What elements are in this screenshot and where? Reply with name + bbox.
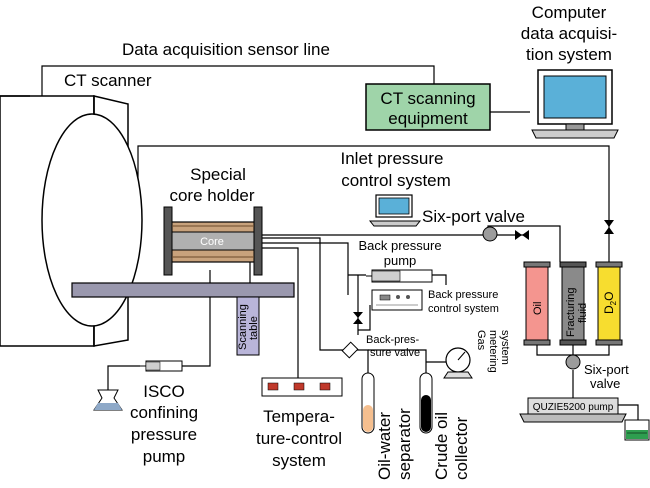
fracturing-fluid-cylinder <box>559 261 587 346</box>
svg-text:collector: collector <box>452 416 471 480</box>
bp-valve-label-1: Back-pres- <box>366 334 420 346</box>
svg-text:Fracturing: Fracturing <box>565 287 577 337</box>
svg-text:Oil: Oil <box>532 302 544 315</box>
valve-icon <box>341 341 359 359</box>
valve-icon <box>604 220 614 227</box>
bp-valve-label-2: sure valve <box>370 347 420 359</box>
scanning-table-label: Scanning table <box>237 304 260 350</box>
gas-meter-label: Gas metering system <box>475 330 511 373</box>
d2o-label: D2O <box>602 292 618 314</box>
temp-control-label-3: system <box>272 451 326 470</box>
ct-equipment-label-1: CT scanning <box>380 89 475 108</box>
svg-text:separator: separator <box>395 408 414 480</box>
bp-control-label-2: control system <box>428 303 499 315</box>
valve-icon <box>565 354 581 370</box>
svg-text:Gas: Gas <box>475 330 487 351</box>
beaker-icon <box>624 419 650 441</box>
svg-text:Crude oil: Crude oil <box>432 412 451 480</box>
isco-label-4: pump <box>143 447 186 466</box>
isco-label-3: pressure <box>131 425 197 444</box>
inlet-pressure-label-1: Inlet pressure <box>341 149 444 168</box>
daq-line-label: Data acquisition sensor line <box>122 40 330 59</box>
valve-icon <box>353 312 363 318</box>
six-port-valve-top-label: Six-port valve <box>422 207 525 226</box>
temperature-control-box <box>261 377 343 397</box>
oil-water-separator-label: Oil-water separator <box>375 408 414 480</box>
flask-icon <box>419 372 433 434</box>
svg-text:Scanning: Scanning <box>237 304 249 350</box>
special-holder-label-2: core holder <box>169 186 254 205</box>
pump-icon <box>366 269 433 283</box>
computer-icon <box>368 194 422 227</box>
svg-text:Oil-water: Oil-water <box>375 412 394 480</box>
isco-label-2: confining <box>130 403 198 422</box>
inlet-pressure-label-2: control system <box>341 171 451 190</box>
six-port-valve-bottom-label-1: Six-port <box>584 362 629 377</box>
six-port-valve-bottom-label-2: valve <box>590 376 620 391</box>
d2o-cylinder <box>595 261 623 346</box>
pump-icon <box>140 360 183 372</box>
svg-text:metering: metering <box>487 330 499 373</box>
ct-scanner-label: CT scanner <box>64 71 152 90</box>
quzie-pump-label: QUZIE5200 pump <box>533 402 614 413</box>
svg-text:table: table <box>248 316 260 340</box>
ct-equipment-label-2: equipment <box>388 109 468 128</box>
core-label: Core <box>200 236 224 248</box>
scanner-bed <box>71 282 295 298</box>
computer-label-3: tion system <box>526 45 612 64</box>
fracturing-fluid-label: Fracturing fluid <box>565 287 589 337</box>
quzie-pump <box>519 397 627 423</box>
oil-label: Oil <box>532 302 544 315</box>
special-holder-label-1: Special <box>190 165 246 184</box>
bp-control-label-1: Back pressure <box>428 289 498 301</box>
gauge-icon <box>443 347 473 379</box>
temp-control-label-1: Tempera- <box>263 407 335 426</box>
flask-icon <box>361 372 375 434</box>
computer-icon <box>531 69 619 139</box>
computer-label-2: data acquisi- <box>521 24 617 43</box>
temp-control-label-2: ture-control <box>256 429 342 448</box>
back-pressure-control-box <box>371 289 423 311</box>
svg-text:fluid: fluid <box>577 303 589 323</box>
svg-text:D2O: D2O <box>602 292 618 314</box>
crude-oil-collector-label: Crude oil collector <box>432 412 471 480</box>
ct-scanner <box>0 95 143 347</box>
svg-text:system: system <box>499 330 511 365</box>
oil-cylinder <box>523 261 551 346</box>
valve-icon <box>515 230 522 240</box>
core-holder <box>163 206 263 276</box>
bp-pump-label-1: Back pressure <box>358 238 441 253</box>
valve-icon <box>482 226 498 242</box>
flask-icon <box>93 389 123 411</box>
computer-label-1: Computer <box>532 3 607 22</box>
scanning-table <box>236 296 260 356</box>
isco-label-1: ISCO <box>143 382 185 401</box>
ct-scanning-equipment <box>365 83 491 131</box>
bp-pump-label-2: pump <box>384 253 417 268</box>
